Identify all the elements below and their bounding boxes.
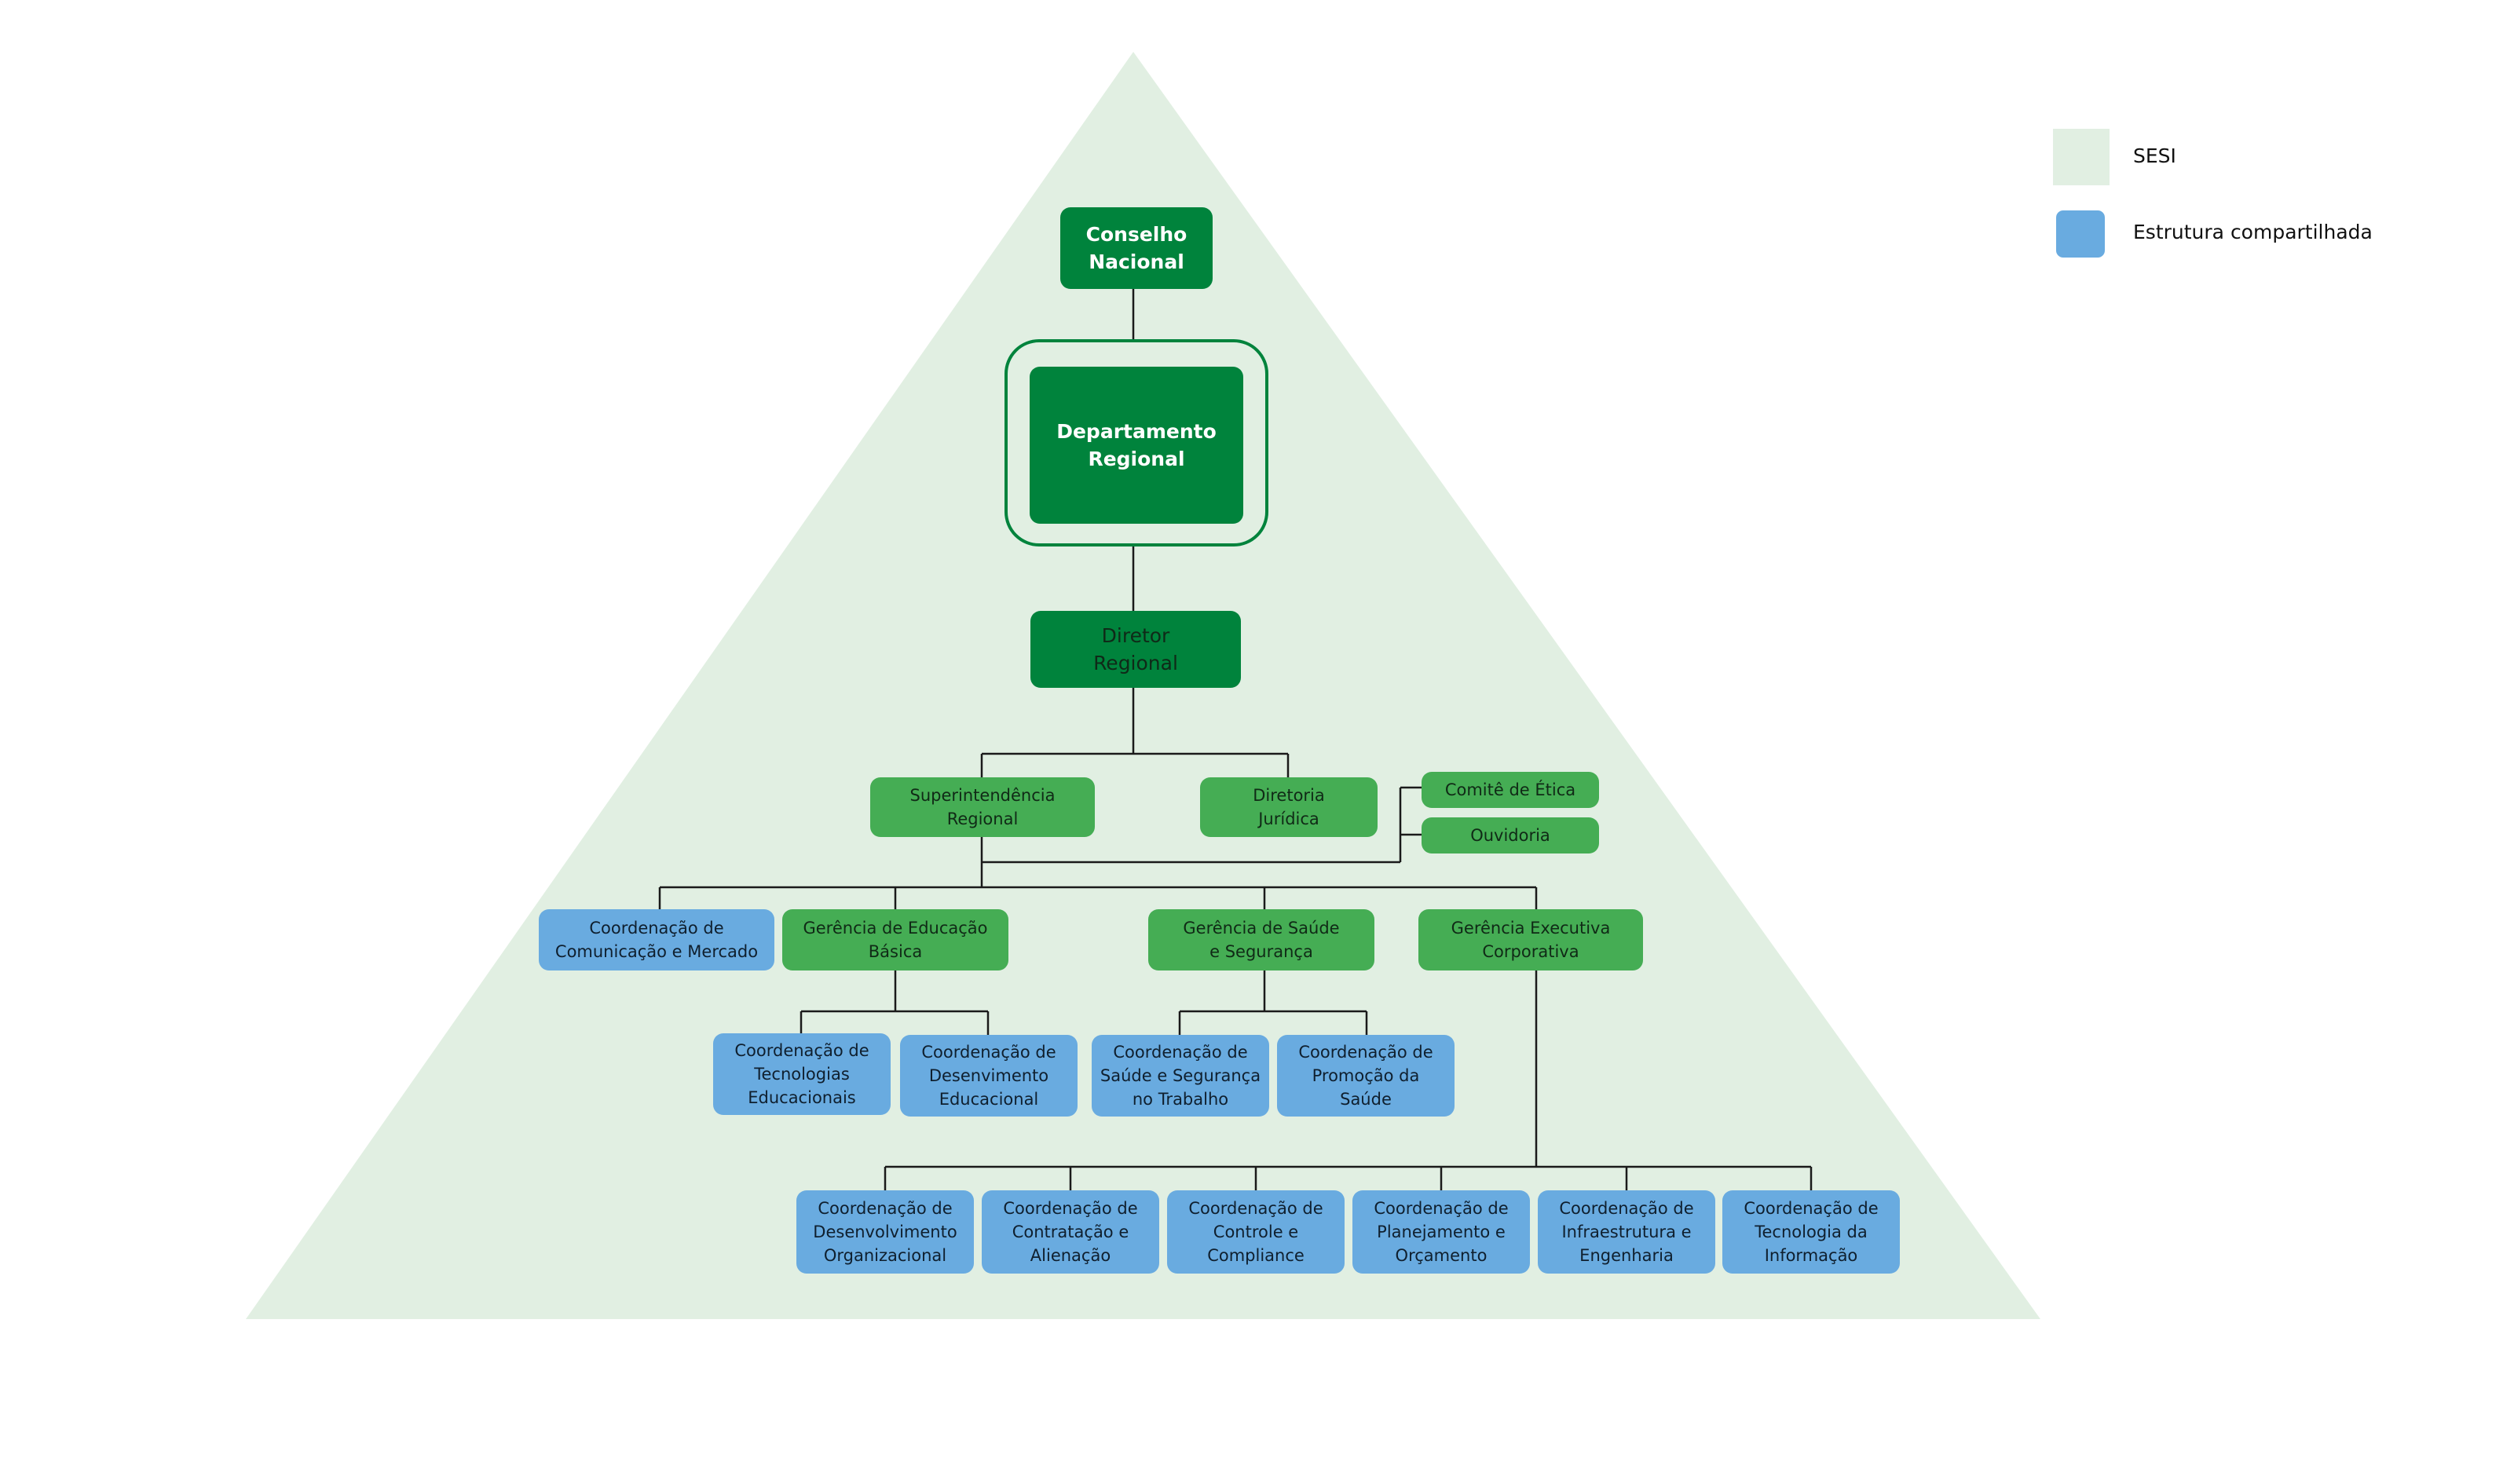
node-departamento-regional: Departamento Regional bbox=[1030, 367, 1243, 524]
node-diretoria-juridica: Diretoria Jurídica bbox=[1200, 777, 1378, 837]
node-coord-controle-compliance: Coordenação de Controle e Compliance bbox=[1167, 1190, 1345, 1274]
node-label: Coordenação de Contratação e Alienação bbox=[1003, 1199, 1138, 1265]
legend-swatch-shared bbox=[2056, 210, 2105, 258]
node-label: Coordenação de Comunicação e Mercado bbox=[554, 919, 759, 961]
node-coord-comunicacao-mercado: Coordenação de Comunicação e Mercado bbox=[539, 909, 774, 970]
node-label: Coordenação de Tecnologia da Informação bbox=[1744, 1199, 1879, 1265]
node-gerencia-educacao-basica: Gerência de Educação Básica bbox=[782, 909, 1008, 970]
node-label: Superintendência Regional bbox=[909, 786, 1056, 828]
node-label: Departamento Regional bbox=[1056, 420, 1217, 470]
node-label: Coordenação de Infraestrutura e Engenhar… bbox=[1559, 1199, 1694, 1265]
node-gerencia-executiva-corporativa: Gerência Executiva Corporativa bbox=[1418, 909, 1643, 970]
node-coord-contratacao-alienacao: Coordenação de Contratação e Alienação bbox=[982, 1190, 1159, 1274]
node-label: Gerência de Saúde e Segurança bbox=[1183, 919, 1340, 961]
node-coord-desenvimento-educacional: Coordenação de Desenvimento Educacional bbox=[900, 1035, 1078, 1117]
node-label: Conselho Nacional bbox=[1085, 223, 1187, 273]
node-comite-etica: Comitê de Ética bbox=[1422, 772, 1599, 808]
node-coord-tecnologia-informacao: Coordenação de Tecnologia da Informação bbox=[1722, 1190, 1900, 1274]
connector-lines bbox=[658, 289, 1813, 1190]
legend-swatch-sesi bbox=[2053, 129, 2110, 185]
node-gerencia-saude-seguranca: Gerência de Saúde e Segurança bbox=[1148, 909, 1374, 970]
node-label: Diretoria Jurídica bbox=[1253, 786, 1325, 828]
legend-label-sesi: SESI bbox=[2133, 144, 2176, 167]
node-coord-infraestrutura-engenharia: Coordenação de Infraestrutura e Engenhar… bbox=[1538, 1190, 1715, 1274]
node-superintendencia-regional: Superintendência Regional bbox=[870, 777, 1095, 837]
node-label: Ouvidoria bbox=[1470, 826, 1550, 845]
node-label: Gerência Executiva Corporativa bbox=[1451, 919, 1611, 961]
node-diretor-regional: Diretor Regional bbox=[1030, 611, 1241, 688]
node-label: Coordenação de Promoção da Saúde bbox=[1298, 1043, 1433, 1109]
departamento-regional-frame bbox=[1005, 339, 1268, 546]
node-label: Coordenação de Planejamento e Orçamento bbox=[1374, 1199, 1509, 1265]
node-label: Diretor Regional bbox=[1093, 624, 1178, 674]
node-label: Coordenação de Desenvolvimento Organizac… bbox=[813, 1199, 957, 1265]
node-label: Coordenação de Saúde e Segurança no Trab… bbox=[1100, 1043, 1261, 1109]
legend-label-shared: Estrutura compartilhada bbox=[2133, 221, 2373, 243]
node-ouvidoria: Ouvidoria bbox=[1422, 817, 1599, 853]
node-label: Coordenação de Desenvimento Educacional bbox=[921, 1043, 1056, 1109]
node-coord-promocao-saude: Coordenação de Promoção da Saúde bbox=[1277, 1035, 1455, 1117]
node-conselho-nacional: Conselho Nacional bbox=[1060, 207, 1213, 289]
node-label: Coordenação de Controle e Compliance bbox=[1188, 1199, 1323, 1265]
node-coord-saude-seguranca-trabalho: Coordenação de Saúde e Segurança no Trab… bbox=[1092, 1035, 1269, 1117]
node-label: Coordenação de Tecnologias Educacionais bbox=[734, 1041, 869, 1107]
node-coord-planejamento-orcamento: Coordenação de Planejamento e Orçamento bbox=[1352, 1190, 1530, 1274]
node-coord-tecnologias-educacionais: Coordenação de Tecnologias Educacionais bbox=[713, 1033, 891, 1115]
node-label: Comitê de Ética bbox=[1444, 780, 1576, 799]
node-label: Gerência de Educação Básica bbox=[803, 919, 988, 961]
node-coord-desenvolvimento-organizacional: Coordenação de Desenvolvimento Organizac… bbox=[796, 1190, 974, 1274]
